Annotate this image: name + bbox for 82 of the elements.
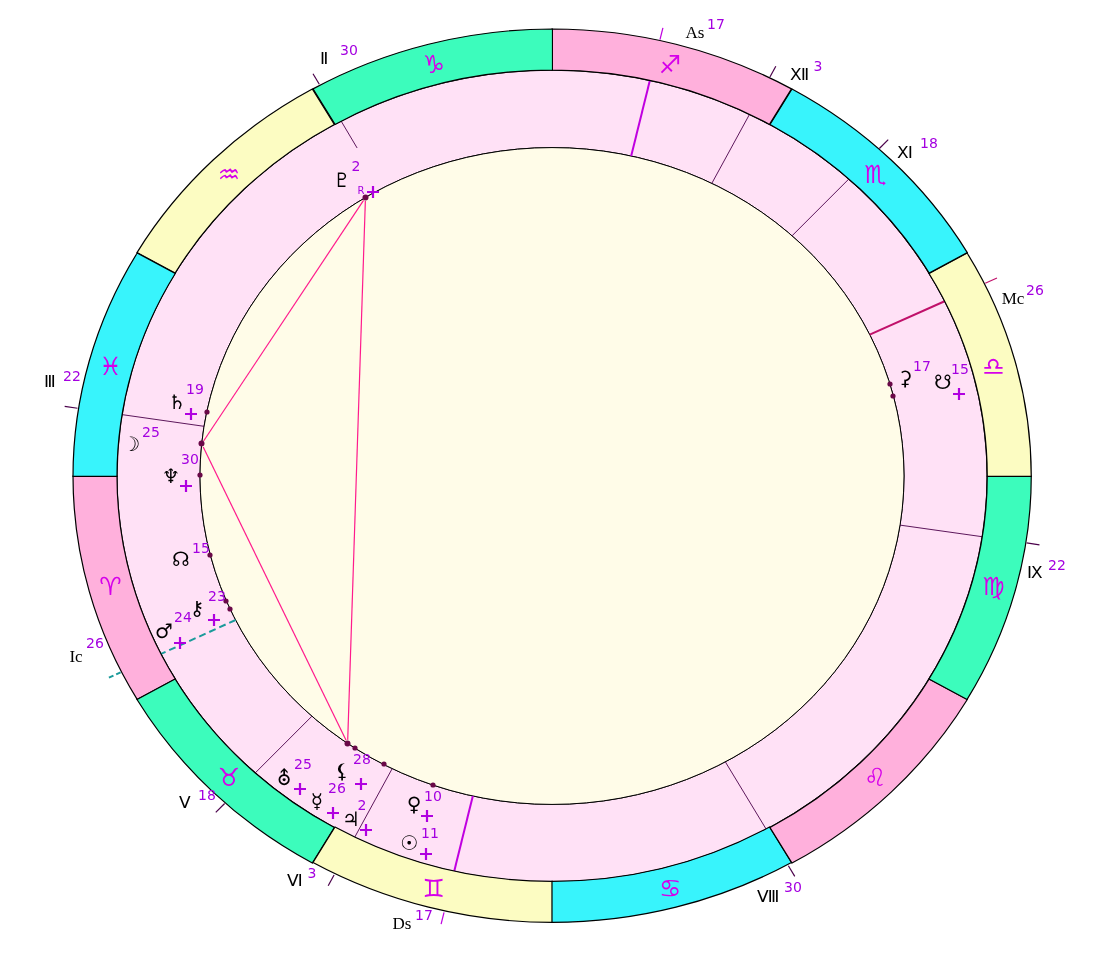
zodiac-sign-glyph: ♊ <box>422 875 445 901</box>
zodiac-sign-glyph: ♑ <box>422 51 445 77</box>
zodiac-sign-glyph: ♒ <box>217 162 241 187</box>
planet-glyph: ♆ <box>162 466 180 486</box>
planet-glyph: ☋ <box>934 372 952 392</box>
zodiac-sign-glyph: ♉ <box>217 765 241 790</box>
position-dot-icon <box>361 194 369 201</box>
cusp-tick-line <box>769 65 777 78</box>
cusp-tick-line <box>107 671 122 679</box>
planet-glyph: ⚳ <box>897 368 913 388</box>
degree-number: 10 <box>424 789 442 803</box>
house-label: Ⅺ <box>897 143 913 161</box>
degree-number: 26 <box>328 781 346 795</box>
degree-number: 23 <box>208 589 226 603</box>
degree-number: 25 <box>142 425 160 439</box>
cusp-tick-line <box>440 911 445 925</box>
cusp-tick-line <box>878 139 889 150</box>
degree-number: 30 <box>181 452 199 466</box>
degree-number: 26 <box>86 636 104 650</box>
house-label: Ⅷ <box>757 887 779 905</box>
planet-glyph: ☿ <box>310 791 324 811</box>
degree-number: 22 <box>1048 558 1066 572</box>
degree-number: 17 <box>415 908 433 922</box>
house-label: Ⅸ <box>1027 563 1043 581</box>
zodiac-sign-glyph: ♍ <box>982 573 1005 599</box>
degree-number: 2 <box>351 159 361 173</box>
degree-number: 24 <box>174 610 192 624</box>
zodiac-sign-glyph: ♏ <box>863 162 887 187</box>
degree-number: 11 <box>421 826 439 840</box>
planet-glyph: ♃ <box>342 809 360 829</box>
degree-number: 30 <box>784 880 802 894</box>
house-label: Ⅻ <box>790 65 810 83</box>
position-dot-icon <box>344 739 352 747</box>
planet-glyph: ⛢ <box>276 768 292 788</box>
degree-number: 2 <box>357 798 367 812</box>
zodiac-sign-glyph: ♋ <box>659 875 682 901</box>
aspect-line <box>347 200 366 741</box>
zodiac-sign-glyph: ♓ <box>99 353 122 379</box>
cusp-tick-line <box>984 277 998 284</box>
cusp-tick-line <box>787 865 796 877</box>
cusp-tick-line <box>659 27 664 41</box>
house-label: Ⅲ <box>44 372 56 390</box>
planet-glyph: ☉ <box>400 833 418 853</box>
house-label: Ⅴ <box>179 793 191 811</box>
house-label: Ⅵ <box>287 871 303 889</box>
zodiac-sign-glyph: ♈ <box>99 573 122 599</box>
cusp-tick-line <box>215 802 226 813</box>
zodiac-sign-glyph: ♎ <box>982 353 1005 379</box>
aspect-line <box>202 446 347 741</box>
aspect-line <box>203 199 365 442</box>
house-label: Ds <box>392 914 412 932</box>
degree-number: 17 <box>913 359 931 373</box>
planet-glyph: ☊ <box>172 549 190 569</box>
house-label: Ⅱ <box>320 49 328 67</box>
cusp-tick-line <box>1026 542 1041 546</box>
degree-number: 3 <box>307 866 317 880</box>
degree-number: 18 <box>198 788 216 802</box>
degree-number: 30 <box>340 43 358 57</box>
house-label: As <box>685 23 705 41</box>
position-dot-icon <box>198 440 206 448</box>
degree-number: 18 <box>920 136 938 150</box>
planet-glyph: ♇ <box>333 170 351 190</box>
zodiac-sign-glyph: ♌ <box>863 765 887 790</box>
degree-number: 15 <box>951 362 969 376</box>
planet-glyph: ⚸ <box>334 761 350 781</box>
degree-number: 22 <box>63 369 81 383</box>
degree-number: 25 <box>294 757 312 771</box>
planet-glyph: ♄ <box>168 392 186 412</box>
degree-number: 15 <box>192 541 210 555</box>
degree-number: 28 <box>353 752 371 766</box>
degree-number: 17 <box>707 17 725 31</box>
degree-number: 26 <box>1026 283 1044 297</box>
planet-glyph: ♂ <box>155 621 173 641</box>
cusp-tick-line <box>327 874 335 887</box>
planet-glyph: ☽ <box>122 434 140 454</box>
degree-number: 3 <box>813 59 823 73</box>
planet-glyph: ⚷ <box>189 598 205 618</box>
retrograde-mark: R <box>357 186 365 196</box>
house-label: Mc <box>1001 289 1025 307</box>
cusp-tick-line <box>64 405 79 409</box>
zodiac-sign-glyph: ♐ <box>659 51 682 77</box>
house-label: Ic <box>69 647 83 665</box>
